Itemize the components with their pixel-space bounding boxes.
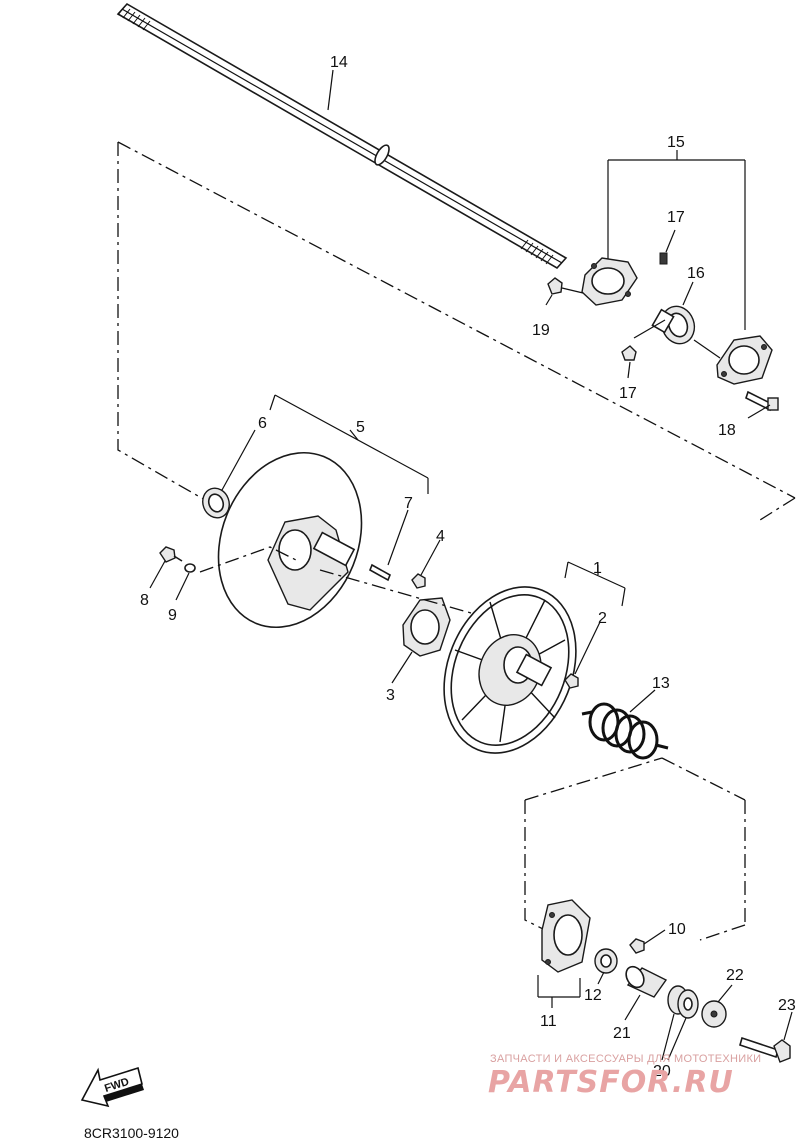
callout-17b: 17	[619, 385, 637, 402]
cam-group-11	[524, 757, 793, 1063]
callout-16: 16	[687, 265, 705, 282]
callout-14: 14	[330, 54, 348, 71]
sliding-sheave-group-1	[443, 561, 626, 754]
callout-9: 9	[168, 607, 177, 624]
callout-12: 12	[584, 987, 602, 1004]
callout-4: 4	[436, 528, 445, 545]
watermark: ЗАПЧАСТИ И АКСЕССУАРЫ ДЛЯ МОТОТЕХНИКИ PA…	[488, 1053, 761, 1100]
shaft-part-14	[116, 2, 568, 270]
callout-21: 21	[613, 1025, 631, 1042]
bearing-housing-group-15	[545, 150, 779, 419]
callout-5: 5	[356, 419, 365, 436]
callout-18: 18	[718, 422, 736, 439]
fwd-arrow-icon: FWD	[80, 1066, 144, 1108]
callout-23: 23	[778, 997, 796, 1014]
callout-1: 1	[593, 560, 602, 577]
callout-13: 13	[652, 675, 670, 692]
assembly-centerline	[117, 142, 206, 501]
watermark-tagline: ЗАПЧАСТИ И АКСЕССУАРЫ ДЛЯ МОТОТЕХНИКИ	[490, 1053, 761, 1065]
callout-15: 15	[667, 134, 685, 151]
part-callouts: 14 15 17 16 19 17 18 6 5 7 4 1 8 9 2 13 …	[140, 54, 796, 1080]
callout-20: 20	[653, 1063, 671, 1080]
callout-3: 3	[386, 687, 395, 704]
callout-7: 7	[404, 495, 413, 512]
callout-19: 19	[532, 322, 550, 339]
callout-10: 10	[668, 921, 686, 938]
callout-11: 11	[540, 1013, 557, 1030]
callout-17a: 17	[667, 209, 685, 226]
callout-6: 6	[258, 415, 267, 432]
callout-22: 22	[726, 967, 744, 984]
callout-8: 8	[140, 592, 149, 609]
watermark-brand: PARTSFOR.RU	[488, 1065, 734, 1100]
fixed-sheave-group-5	[149, 394, 429, 629]
gasket-part-3	[319, 539, 479, 684]
spring-part-13	[581, 689, 669, 760]
diagram-code: 8CR3100-9120	[84, 1125, 179, 1141]
callout-2: 2	[598, 610, 607, 627]
